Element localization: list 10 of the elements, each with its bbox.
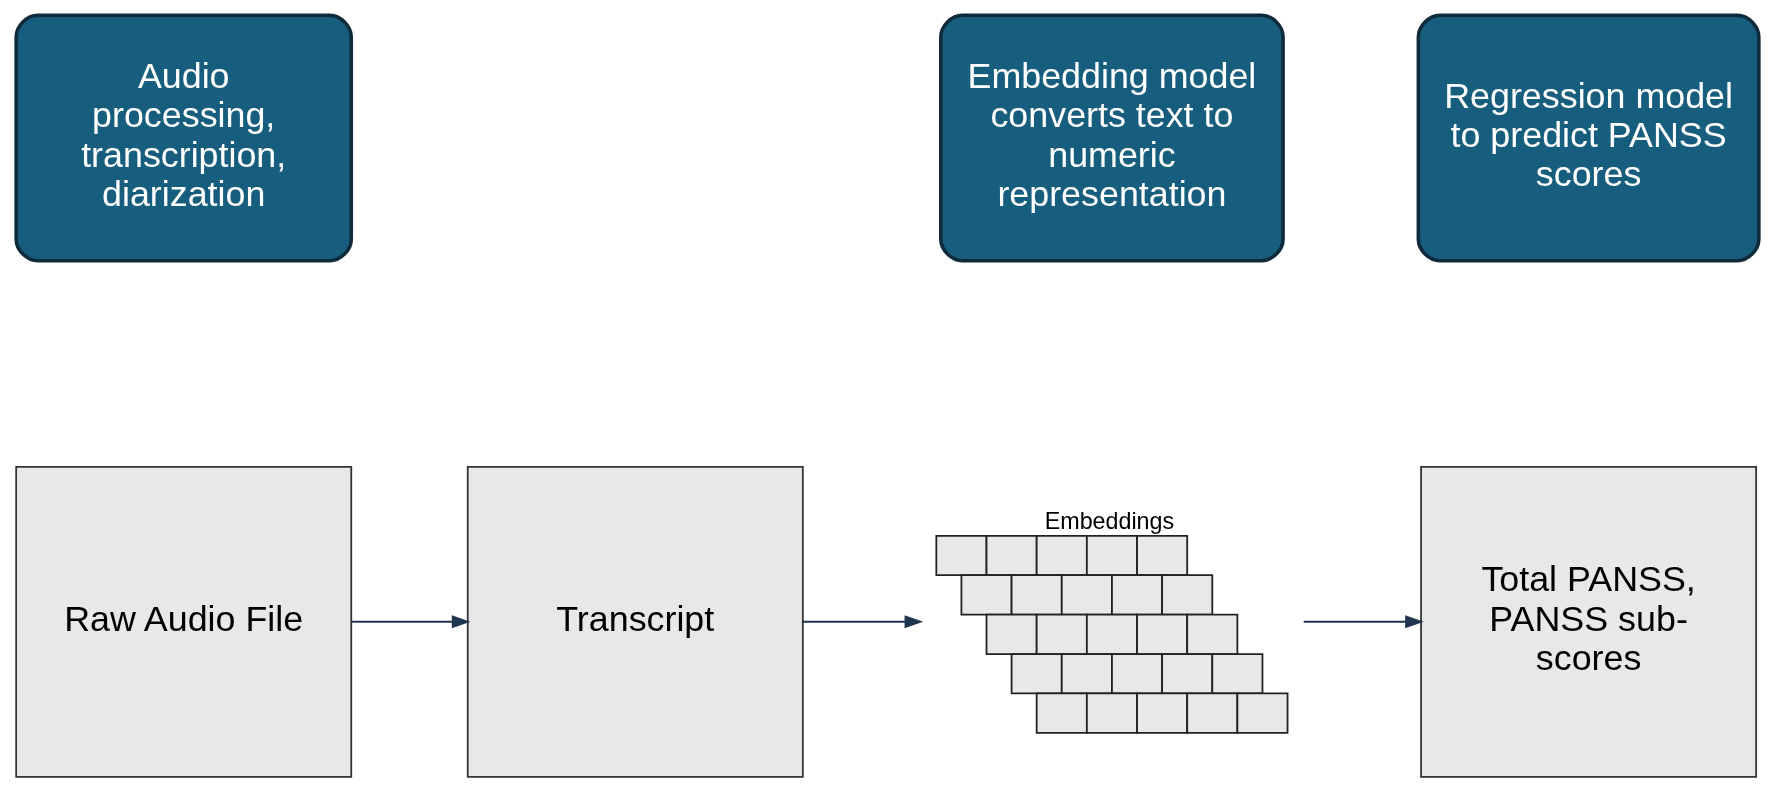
arrow — [351, 615, 471, 629]
node-box: Transcript — [466, 465, 804, 778]
node-box: Embedding model converts text to numeric representation — [939, 13, 1285, 263]
node-box: Regression model to predict PANSS scores — [1416, 13, 1761, 263]
arrow — [1303, 615, 1424, 629]
node-box: Raw Audio File — [15, 465, 353, 778]
node-label: Embeddings — [1044, 508, 1175, 535]
arrow — [802, 615, 924, 629]
node-box: Audio processing, transcription, diarization — [14, 13, 354, 263]
node-box: Total PANSS, PANSS sub-scores — [1420, 465, 1758, 778]
